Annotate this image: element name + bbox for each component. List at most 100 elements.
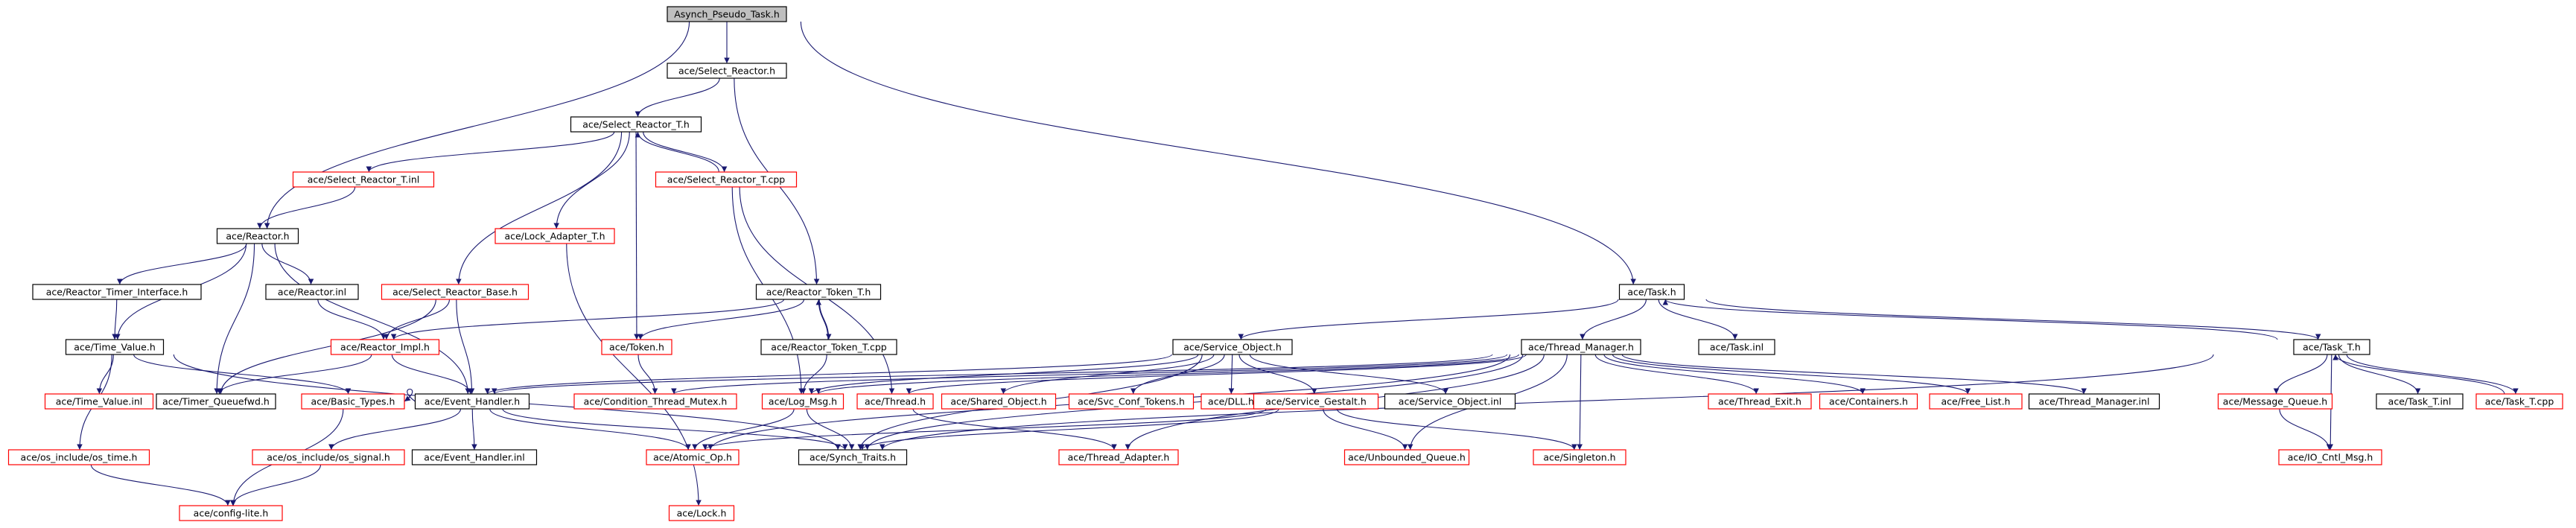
node-label: ace/DLL.h <box>1208 396 1254 407</box>
graph-node-singleton[interactable]: ace/Singleton.h <box>1533 449 1626 465</box>
graph-node-task[interactable]: ace/Task.h <box>1618 284 1685 300</box>
node-box <box>2293 339 2370 355</box>
edge-reactor-impl-to-event-handler <box>391 354 474 395</box>
graph-node-service-gestalt[interactable]: ace/Service_Gestalt.h <box>1253 393 1379 410</box>
graph-node-reactor-impl[interactable]: ace/Reactor_Impl.h <box>330 339 440 355</box>
node-label: ace/Service_Gestalt.h <box>1265 396 1367 407</box>
graph-node-reactor-inl[interactable]: ace/Reactor.inl <box>265 284 359 300</box>
node-label: ace/Reactor_Impl.h <box>340 342 430 353</box>
node-box <box>761 393 845 410</box>
graph-node-containers[interactable]: ace/Containers.h <box>1819 393 1918 410</box>
node-box <box>414 393 530 410</box>
graph-node-svc-conf-tokens[interactable]: ace/Svc_Conf_Tokens.h <box>1068 393 1195 410</box>
graph-node-synch-traits[interactable]: ace/Synch_Traits.h <box>798 449 908 465</box>
node-box <box>755 284 882 300</box>
edge-message-queue-to-io-cntl-msg <box>2279 408 2332 451</box>
edge-sel-reactor-base-to-event-handler <box>456 299 475 395</box>
node-box <box>601 339 672 355</box>
node-box <box>2475 393 2563 410</box>
graph-node-sel-reactor-base[interactable]: ace/Select_Reactor_Base.h <box>381 284 529 300</box>
graph-node-thread-manager[interactable]: ace/Thread_Manager.h <box>1521 339 1641 355</box>
graph-node-thread[interactable]: ace/Thread.h <box>856 393 934 410</box>
graph-node-sel-reactor-t-cpp[interactable]: ace/Select_Reactor_T.cpp <box>655 171 798 188</box>
graph-node-atomic-op[interactable]: ace/Atomic_Op.h <box>646 449 740 465</box>
graph-node-time-value[interactable]: ace/Time_Value.h <box>65 339 165 355</box>
graph-node-task-t[interactable]: ace/Task_T.h <box>2293 339 2370 355</box>
node-label: ace/Thread_Adapter.h <box>1068 452 1170 463</box>
graph-node-event-handler[interactable]: ace/Event_Handler.h <box>414 393 530 410</box>
node-label: ace/Event_Handler.h <box>424 396 520 407</box>
node-box <box>1819 393 1918 410</box>
graph-node-lock-adapter[interactable]: ace/Lock_Adapter_T.h <box>494 228 615 244</box>
graph-node-unbounded-queue[interactable]: ace/Unbounded_Queue.h <box>1343 449 1470 465</box>
node-label: ace/Log_Msg.h <box>769 396 837 407</box>
graph-node-sel-reactor-t-inl[interactable]: ace/Select_Reactor_T.inl <box>292 171 435 188</box>
graph-node-reactor-timer-if[interactable]: ace/Reactor_Timer_Interface.h <box>32 284 202 300</box>
graph-node-thread-adapter[interactable]: ace/Thread_Adapter.h <box>1058 449 1179 465</box>
graph-node-free-list[interactable]: ace/Free_List.h <box>1929 393 2023 410</box>
graph-node-token[interactable]: ace/Token.h <box>601 339 672 355</box>
edge-token-to-cond-thread-mutex <box>637 354 658 395</box>
graph-node-message-queue[interactable]: ace/Message_Queue.h <box>2217 393 2333 410</box>
graph-node-event-handler-inl[interactable]: ace/Event_Handler.inl <box>411 449 538 465</box>
graph-node-sel-reactor-t[interactable]: ace/Select_Reactor_T.h <box>570 116 702 133</box>
edge-event-handler-to-basic-types <box>404 389 416 402</box>
node-box <box>292 171 435 188</box>
node-box <box>1521 339 1641 355</box>
node-label: ace/Token.h <box>609 342 664 353</box>
node-box <box>265 284 359 300</box>
graph-node-timer-queuefwd[interactable]: ace/Timer_Queuefwd.h <box>156 393 276 410</box>
node-label: ace/Select_Reactor.h <box>678 66 775 77</box>
edge-thread-manager-to-cond-thread-mutex <box>671 354 1508 395</box>
edge-reactor-timer-if-to-time-value <box>112 299 118 340</box>
node-label: ace/Service_Object.inl <box>1399 396 1501 407</box>
edge-sel-reactor-t-to-token <box>634 131 640 340</box>
graph-node-thread-exit[interactable]: ace/Thread_Exit.h <box>1708 393 1812 410</box>
edge-sel-reactor-t-cpp-to-sel-reactor-t <box>635 131 719 173</box>
graph-node-reactor-token-t[interactable]: ace/Reactor_Token_T.h <box>755 284 882 300</box>
graph-node-basic-types[interactable]: ace/Basic_Types.h <box>301 393 405 410</box>
graph-node-reactor[interactable]: ace/Reactor.h <box>216 228 299 244</box>
node-box <box>301 393 405 410</box>
node-box <box>494 228 615 244</box>
graph-node-log-msg[interactable]: ace/Log_Msg.h <box>761 393 845 410</box>
node-label: ace/Lock_Adapter_T.h <box>504 231 605 242</box>
edge-reactor-token-t-cpp-to-reactor-token-t <box>815 299 829 340</box>
nodes-layer: Asynch_Pseudo_Task.hace/Select_Reactor.h… <box>7 6 2563 521</box>
node-label: ace/Free_List.h <box>1941 396 2011 407</box>
edge-reactor-token-t-to-token <box>637 299 805 340</box>
edges-layer <box>77 21 2519 506</box>
node-box <box>7 449 150 465</box>
graph-node-dll[interactable]: ace/DLL.h <box>1200 393 1262 410</box>
graph-node-config-lite[interactable]: ace/config-lite.h <box>179 505 283 521</box>
graph-node-io-cntl-msg[interactable]: ace/IO_Cntl_Msg.h <box>2278 449 2382 465</box>
graph-node-thread-manager-inl[interactable]: ace/Thread_Manager.inl <box>2028 393 2160 410</box>
edge-event-handler-to-event-handler-inl <box>471 408 477 451</box>
node-label: ace/Time_Value.h <box>74 342 156 353</box>
graph-node-task-t-inl[interactable]: ace/Task_T.inl <box>2376 393 2464 410</box>
graph-node-task-inl[interactable]: ace/Task.inl <box>1698 339 1775 355</box>
node-label: ace/Containers.h <box>1829 396 1908 407</box>
graph-node-cond-thread-mutex[interactable]: ace/Condition_Thread_Mutex.h <box>573 393 737 410</box>
graph-node-lock[interactable]: ace/Lock.h <box>668 505 735 521</box>
edge-sel-reactor-base-to-reactor-impl <box>384 299 451 340</box>
edge-sel-reactor-t-to-sel-reactor-t-cpp <box>643 131 728 173</box>
graph-node-sel-reactor[interactable]: ace/Select_Reactor.h <box>667 63 787 79</box>
edge-sel-reactor-to-sel-reactor-t <box>635 77 720 118</box>
node-label: ace/Thread_Manager.inl <box>2039 396 2150 407</box>
graph-node-os-time[interactable]: ace/os_include/os_time.h <box>7 449 150 465</box>
graph-node-shared-object[interactable]: ace/Shared_Object.h <box>941 393 1057 410</box>
graph-node-reactor-token-t-cpp[interactable]: ace/Reactor_Token_T.cpp <box>760 339 897 355</box>
graph-node-time-value-inl[interactable]: ace/Time_Value.inl <box>44 393 154 410</box>
edge-task-to-service-object <box>1238 299 1619 340</box>
graph-node-task-t-cpp[interactable]: ace/Task_T.cpp <box>2475 393 2563 410</box>
graph-node-service-object[interactable]: ace/Service_Object.h <box>1172 339 1293 355</box>
edge-thread-manager-to-thread-manager-inl <box>1621 354 2087 395</box>
node-box <box>668 505 735 521</box>
node-label: ace/Task.inl <box>1710 342 1764 353</box>
node-box <box>856 393 934 410</box>
graph-node-os-signal[interactable]: ace/os_include/os_signal.h <box>252 449 405 465</box>
node-box <box>252 449 405 465</box>
graph-node-service-object-inl[interactable]: ace/Service_Object.inl <box>1384 393 1516 410</box>
edge-event-handler-to-atomic-op <box>489 408 691 451</box>
